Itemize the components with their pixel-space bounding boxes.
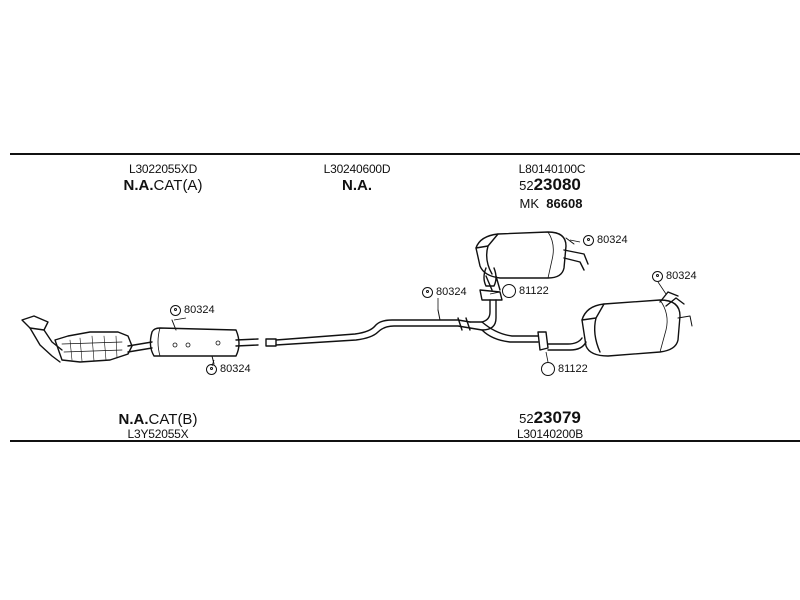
callout-rear-lower: 80324 [652, 270, 697, 282]
front-catalytic-converter [21, 315, 153, 363]
lower-rear-muffler [581, 291, 693, 357]
callout-mid-clamp-label: 81122 [519, 285, 549, 297]
cat-b-name: N.A.CAT(B) [119, 411, 198, 428]
callout-mid-hanger: 80324 [422, 286, 467, 298]
callout-front-bottom-label: 80324 [220, 363, 251, 375]
rear-lower-pn-prefix: 52 [519, 411, 534, 426]
rubber-hanger-icon [583, 234, 594, 246]
rear-upper-part-number: 5223080 [519, 175, 581, 195]
callout-rear-upper: 80324 [583, 234, 628, 246]
leader-rear-upper [569, 239, 581, 243]
rear-upper-mk-number: MK 86608 [520, 196, 583, 211]
callout-rear-upper-label: 80324 [597, 234, 628, 246]
cat-a-name-bold: N.A. [123, 177, 154, 194]
callout-rear-clamp: 81122 [541, 362, 588, 376]
bottom-divider [10, 440, 800, 442]
top-divider [10, 153, 800, 155]
middle-pipe-name-bold: N.A. [342, 177, 372, 194]
rear-upper-mk-bold: 86608 [546, 196, 583, 211]
cat-b-code: L3Y52055X [127, 427, 189, 441]
callout-rear-clamp-label: 81122 [558, 363, 588, 375]
cat-b-name-rest: CAT(B) [148, 411, 198, 428]
rubber-hanger-icon [206, 363, 217, 375]
leader-rear-lower [657, 281, 667, 295]
leader-mid-clamp [489, 291, 501, 295]
callout-front-top: 80324 [170, 304, 215, 316]
rear-lower-code: L30140200B [516, 427, 584, 441]
middle-pipe [265, 309, 471, 347]
middle-pipe-name: N.A. [342, 177, 372, 194]
callout-mid-hanger-label: 80324 [436, 286, 467, 298]
rubber-hanger-icon [422, 286, 433, 298]
rear-lower-part-number: 5223079 [519, 408, 581, 428]
rear-upper-mk-prefix: MK [519, 196, 540, 211]
middle-pipe-code: L30240600D [323, 162, 391, 176]
clamp-ring-icon [502, 284, 516, 298]
callout-mid-clamp: 81122 [502, 284, 549, 298]
rubber-hanger-icon [170, 304, 181, 316]
callout-front-top-label: 80324 [184, 304, 215, 316]
callout-front-bottom: 80324 [206, 363, 251, 375]
leader-front-top [173, 317, 187, 321]
rubber-hanger-icon [652, 270, 663, 282]
rear-lower-pn-bold: 23079 [533, 408, 581, 427]
leader-rear-clamp [545, 351, 549, 363]
callout-rear-lower-label: 80324 [666, 270, 697, 282]
cat-b-name-bold: N.A. [118, 411, 149, 428]
clamp-ring-icon [541, 362, 555, 376]
cat-a-name: N.A.CAT(A) [124, 177, 203, 194]
cat-a-name-rest: CAT(A) [153, 177, 203, 194]
rear-upper-pn-bold: 23080 [533, 175, 581, 194]
front-resonator [149, 319, 259, 365]
rear-upper-pn-prefix: 52 [519, 178, 534, 193]
rear-upper-code: L80140100C [518, 162, 586, 176]
cat-a-code: L3022055XD [128, 162, 198, 176]
upper-rear-muffler [475, 231, 589, 287]
